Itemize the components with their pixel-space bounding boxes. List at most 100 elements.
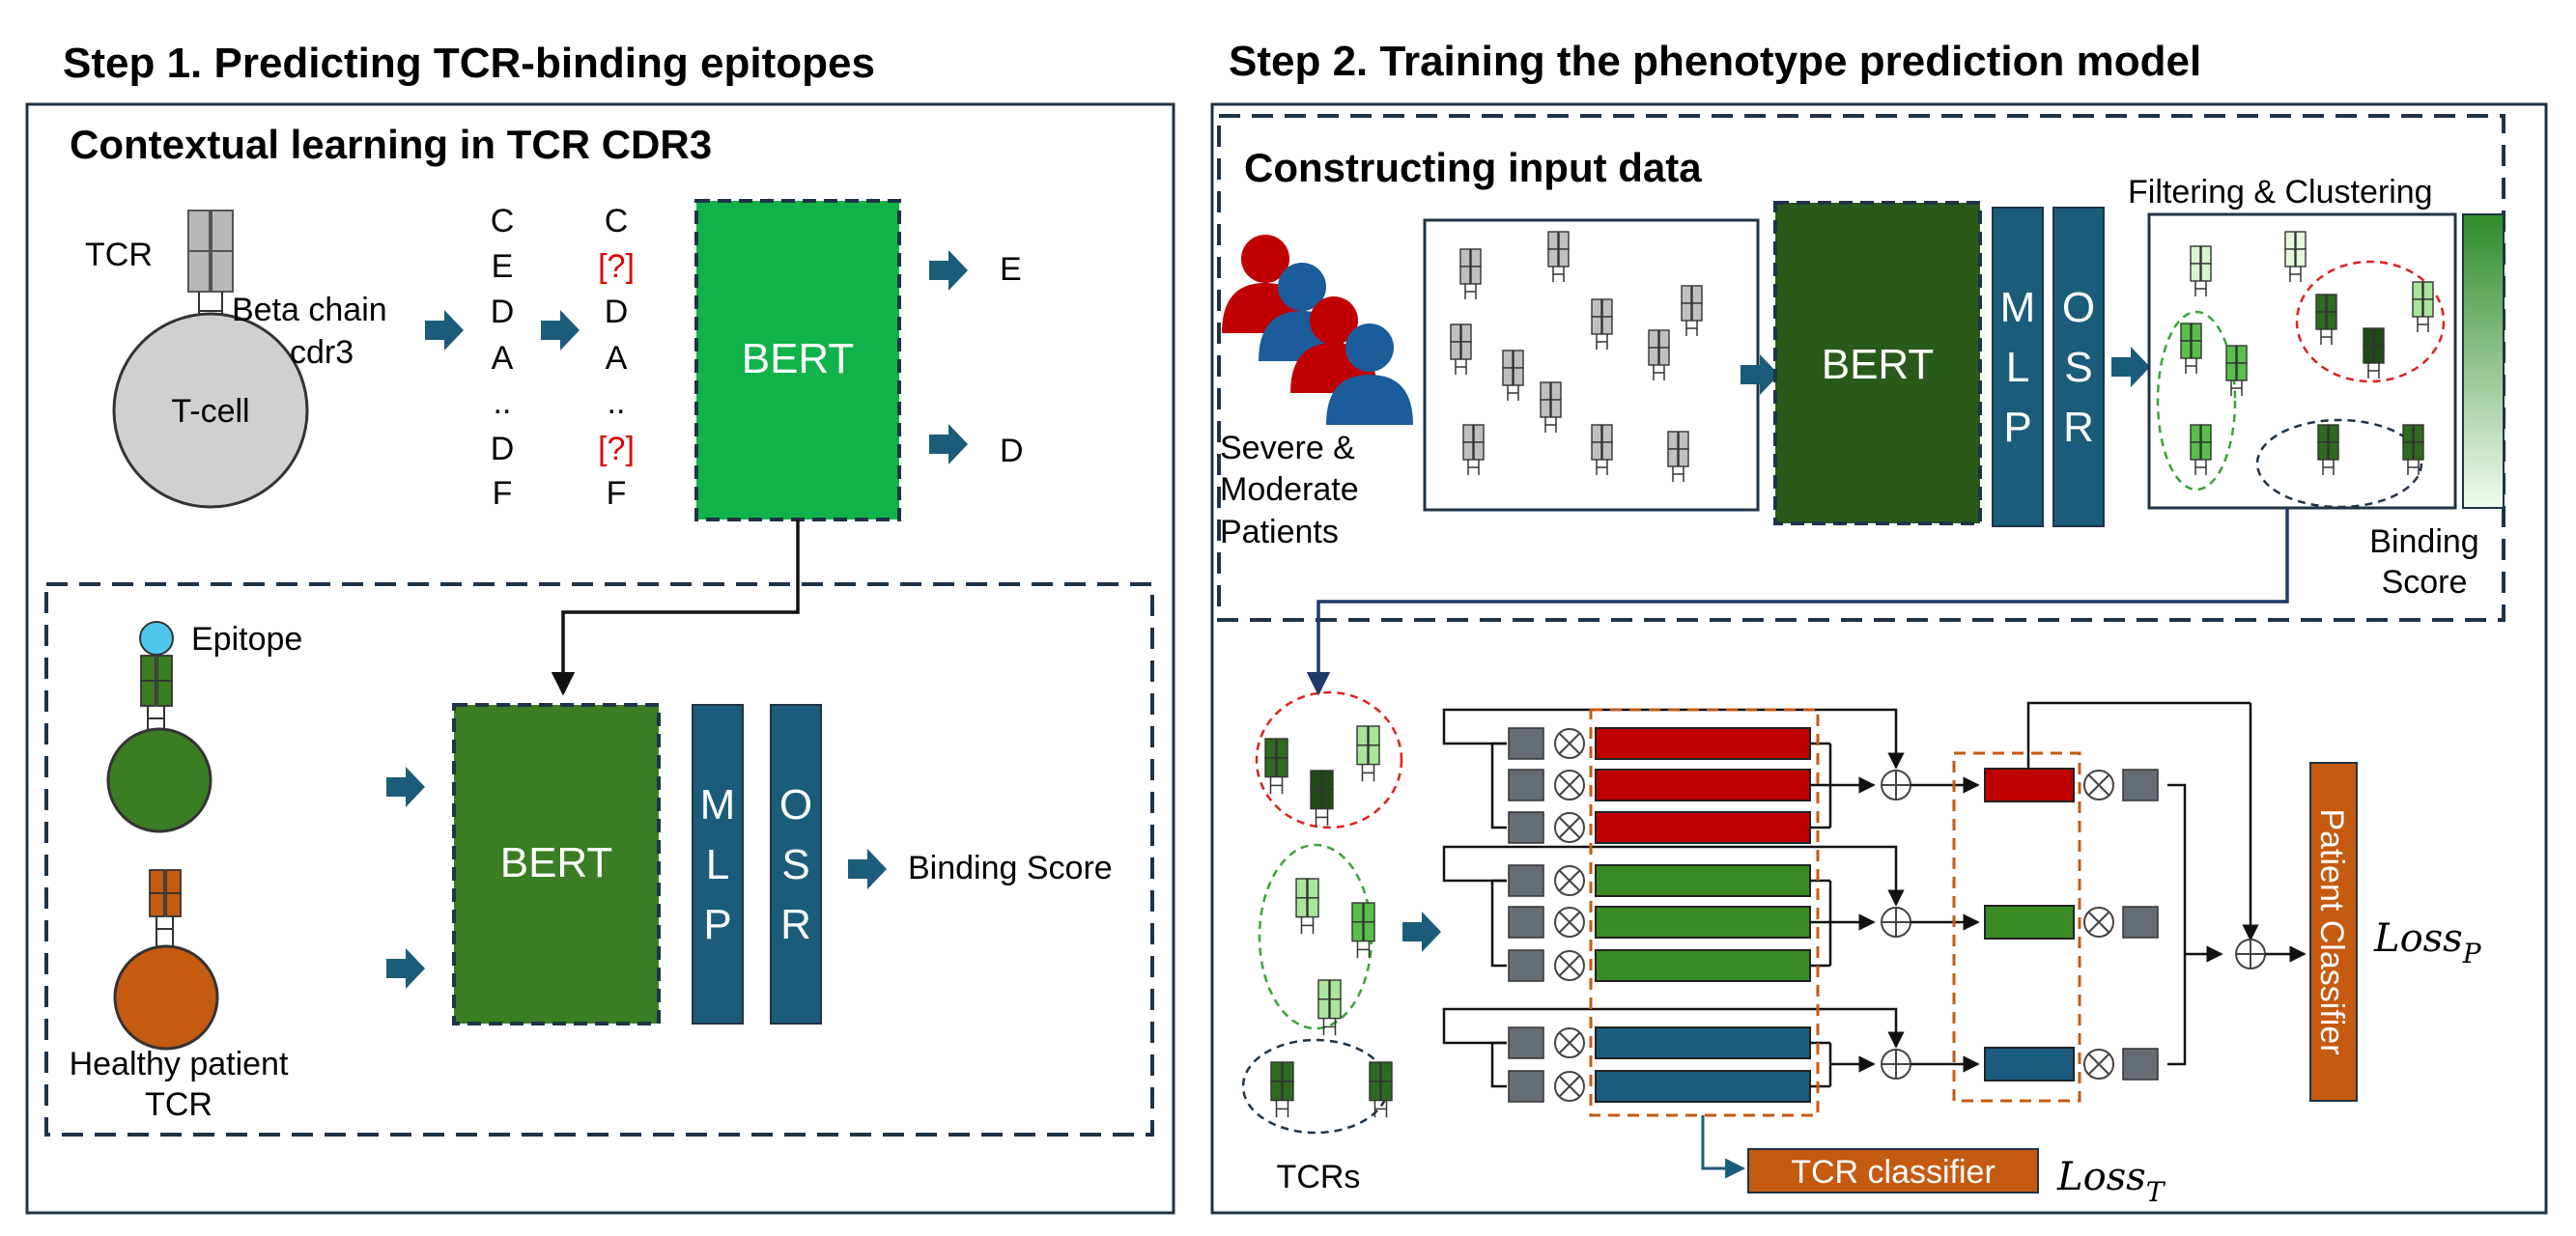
seq-original-char: E (492, 248, 514, 285)
tcr-gray-icon (1591, 298, 1613, 350)
tcr-filtered-icon (2190, 245, 2212, 296)
row-skip-connection (1442, 1007, 1905, 1049)
binding-score-label-line1: Binding (2369, 523, 2478, 560)
attention-weight-box (1508, 906, 1544, 939)
tcr-filtered-icon (2363, 327, 2385, 379)
multiply-icon (1554, 865, 1585, 896)
tcr-cluster-icon (1310, 770, 1334, 827)
filtered-tcr-icons (2180, 231, 2434, 475)
multiply-icon (1554, 907, 1585, 938)
arrow-to-binding-score (848, 849, 887, 889)
osr-block-step2 (2052, 207, 2105, 527)
bert-transfer-arrow (551, 520, 800, 696)
mlp-block-step2 (1992, 207, 2044, 527)
tcr-cluster-icon (1317, 979, 1342, 1036)
tcr-embedding-bar-green (1595, 906, 1811, 939)
sum-icon (1881, 770, 1911, 801)
filtered-to-tcrs-arrow (1306, 508, 2289, 696)
row-merge-line (1828, 744, 1874, 828)
tcr-gray-icon (1681, 285, 1703, 336)
sum-icon (1881, 907, 1911, 938)
tcr-embedding-bar-red (1595, 769, 1811, 801)
row-bracket (1490, 742, 1507, 829)
binding-score-label-step1: Binding Score (908, 850, 1113, 886)
seq-masked-char: C (605, 203, 629, 239)
seq-masked-char: .. (608, 384, 626, 421)
step2-subtitle: Constructing input data (1244, 145, 1702, 190)
aggregate-bar-blue (1984, 1047, 2075, 1082)
row-features-dashed-box (1589, 708, 1820, 1117)
to-tcr-classifier-arrow (1701, 1115, 1746, 1179)
tcr-gray-icon (1462, 424, 1485, 475)
tcr-embedding-bar-blue (1595, 1070, 1811, 1103)
bert-finetune-label: BERT (500, 839, 613, 886)
row-merge-line (1828, 1043, 1874, 1086)
patient-classifier-block (2309, 762, 2358, 1102)
cluster-green-ellipse (2156, 310, 2237, 492)
step1-subtitle: Contextual learning in TCR CDR3 (70, 122, 712, 167)
tcr-filtered-icon (2402, 424, 2424, 475)
attention-weight-box (1508, 864, 1544, 897)
beta-chain-label: Beta chain (232, 292, 387, 328)
tcr-filtered-icon (2225, 345, 2248, 396)
sum-icon (1881, 1049, 1911, 1080)
arrow-to-sequence (425, 310, 464, 351)
multiply-icon (2083, 1049, 2114, 1080)
attention-weight-box (1508, 811, 1544, 844)
cdr3-label: cdr3 (290, 334, 354, 371)
seq-masked-char: A (606, 340, 628, 377)
seq-original-char: D (491, 431, 515, 467)
step2-title: Step 2. Training the phenotype predictio… (1229, 38, 2201, 85)
tcr-receptor-icon (187, 210, 234, 333)
seq-masked-token: [?] (598, 431, 635, 467)
tcr-gray-icon (1450, 323, 1472, 375)
bert-label-step2: BERT (1822, 341, 1935, 388)
aggregate-bar-green (1984, 905, 2075, 940)
bert-block-step2 (1773, 201, 1982, 525)
aggregate-bar-red (1984, 768, 2075, 802)
final-sum-icon (2235, 939, 2266, 969)
tcr-classifier-label: TCR classifier (1791, 1154, 1996, 1191)
tcr-gray-icon (1459, 248, 1482, 299)
tcr-green-icon (140, 655, 173, 734)
block-letter: R (2063, 404, 2094, 451)
attention-weight-box (1508, 1026, 1544, 1059)
raw-tcr-icons (1450, 231, 1703, 482)
tcr-filtered-icon (2412, 281, 2434, 332)
multiply-icon (1554, 728, 1585, 759)
patient-weight-box (2122, 1048, 2159, 1081)
tcr-cluster-icon (1264, 738, 1288, 795)
tcr-gray-icon (1667, 431, 1689, 482)
predicted-token-e: E (1000, 251, 1022, 288)
multiply-icon (1554, 812, 1585, 843)
binding-score-gradient (2462, 213, 2505, 509)
patients-icon (1222, 235, 1413, 425)
epitope-circle (139, 621, 174, 656)
tcell-circle (112, 312, 309, 509)
binding-model-dashed-box (44, 582, 1154, 1137)
tcr-embedding-bar-blue (1595, 1026, 1811, 1059)
tcr-embedding-bar-red (1595, 811, 1811, 844)
arrow-tcrs-to-model (1402, 912, 1441, 952)
tcr-classifier-block (1747, 1148, 2039, 1194)
osr-letters-step2: OSR (2062, 284, 2095, 451)
tcr-filtered-icon (2284, 231, 2307, 282)
block-letter: L (2006, 344, 2029, 391)
attention-weight-box (1508, 1070, 1544, 1103)
tcr-filtered-icon (2190, 424, 2212, 475)
seq-masked-char: F (607, 475, 627, 512)
arrow-to-token-d (929, 424, 968, 464)
block-letter: O (779, 781, 812, 829)
patients-label-line: Patients (1220, 514, 1339, 550)
attention-weight-box (1508, 949, 1544, 982)
multiply-icon (2083, 770, 2114, 801)
mlp-block-step1 (692, 704, 744, 1025)
tcr-embedding-bar-green (1595, 949, 1811, 982)
tcr-gray-icon (1547, 231, 1570, 282)
sequence-masked: C[?]DA..[?]F (598, 203, 635, 512)
patients-label-line: Severe & (1220, 430, 1355, 466)
seq-masked-char: D (605, 294, 629, 330)
block-letter: O (2062, 284, 2095, 331)
bert-finetune-block (452, 703, 661, 1025)
